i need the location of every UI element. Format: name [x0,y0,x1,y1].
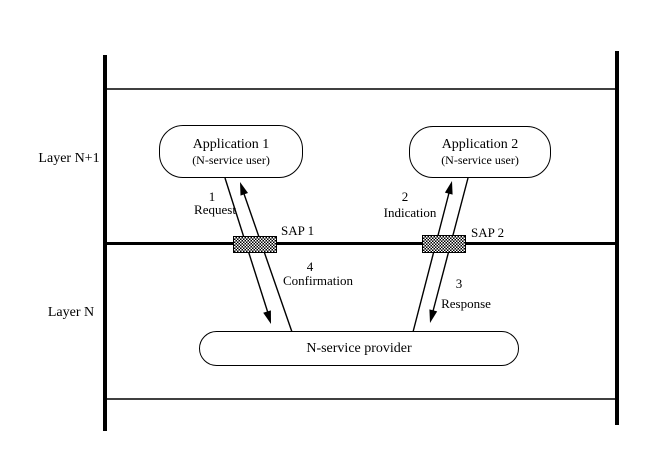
sap-1-connector [233,236,277,253]
sap-2-connector [422,235,466,253]
application-2-subtitle: (N-service user) [441,153,519,167]
confirmation-number: 4 [306,259,314,274]
application-1-box: Application 1 (N-service user) [159,125,303,178]
application-2-title: Application 2 [441,137,519,152]
response-number: 3 [455,276,463,291]
application-1-subtitle: (N-service user) [192,152,270,167]
application-1-title: Application 1 [192,136,270,152]
application-2-box: Application 2 (N-service user) [409,126,551,178]
response-label: Response [441,296,491,311]
confirmation-label: Confirmation [282,273,354,288]
n-service-provider-box: N-service provider [199,331,519,366]
sap-1-label: SAP 1 [281,223,315,238]
n-service-provider-title: N-service provider [306,340,412,356]
indication-label: Indication [383,205,437,220]
confirmation-arrow [240,182,293,333]
request-label: Request [194,202,236,217]
indication-arrow [412,181,453,333]
layer-n-label: Layer N [47,305,95,320]
indication-number: 2 [401,189,409,204]
sap-2-label: SAP 2 [471,225,505,240]
request-number: 1 [208,189,216,204]
layer-n-plus-1-label: Layer N+1 [38,151,100,166]
